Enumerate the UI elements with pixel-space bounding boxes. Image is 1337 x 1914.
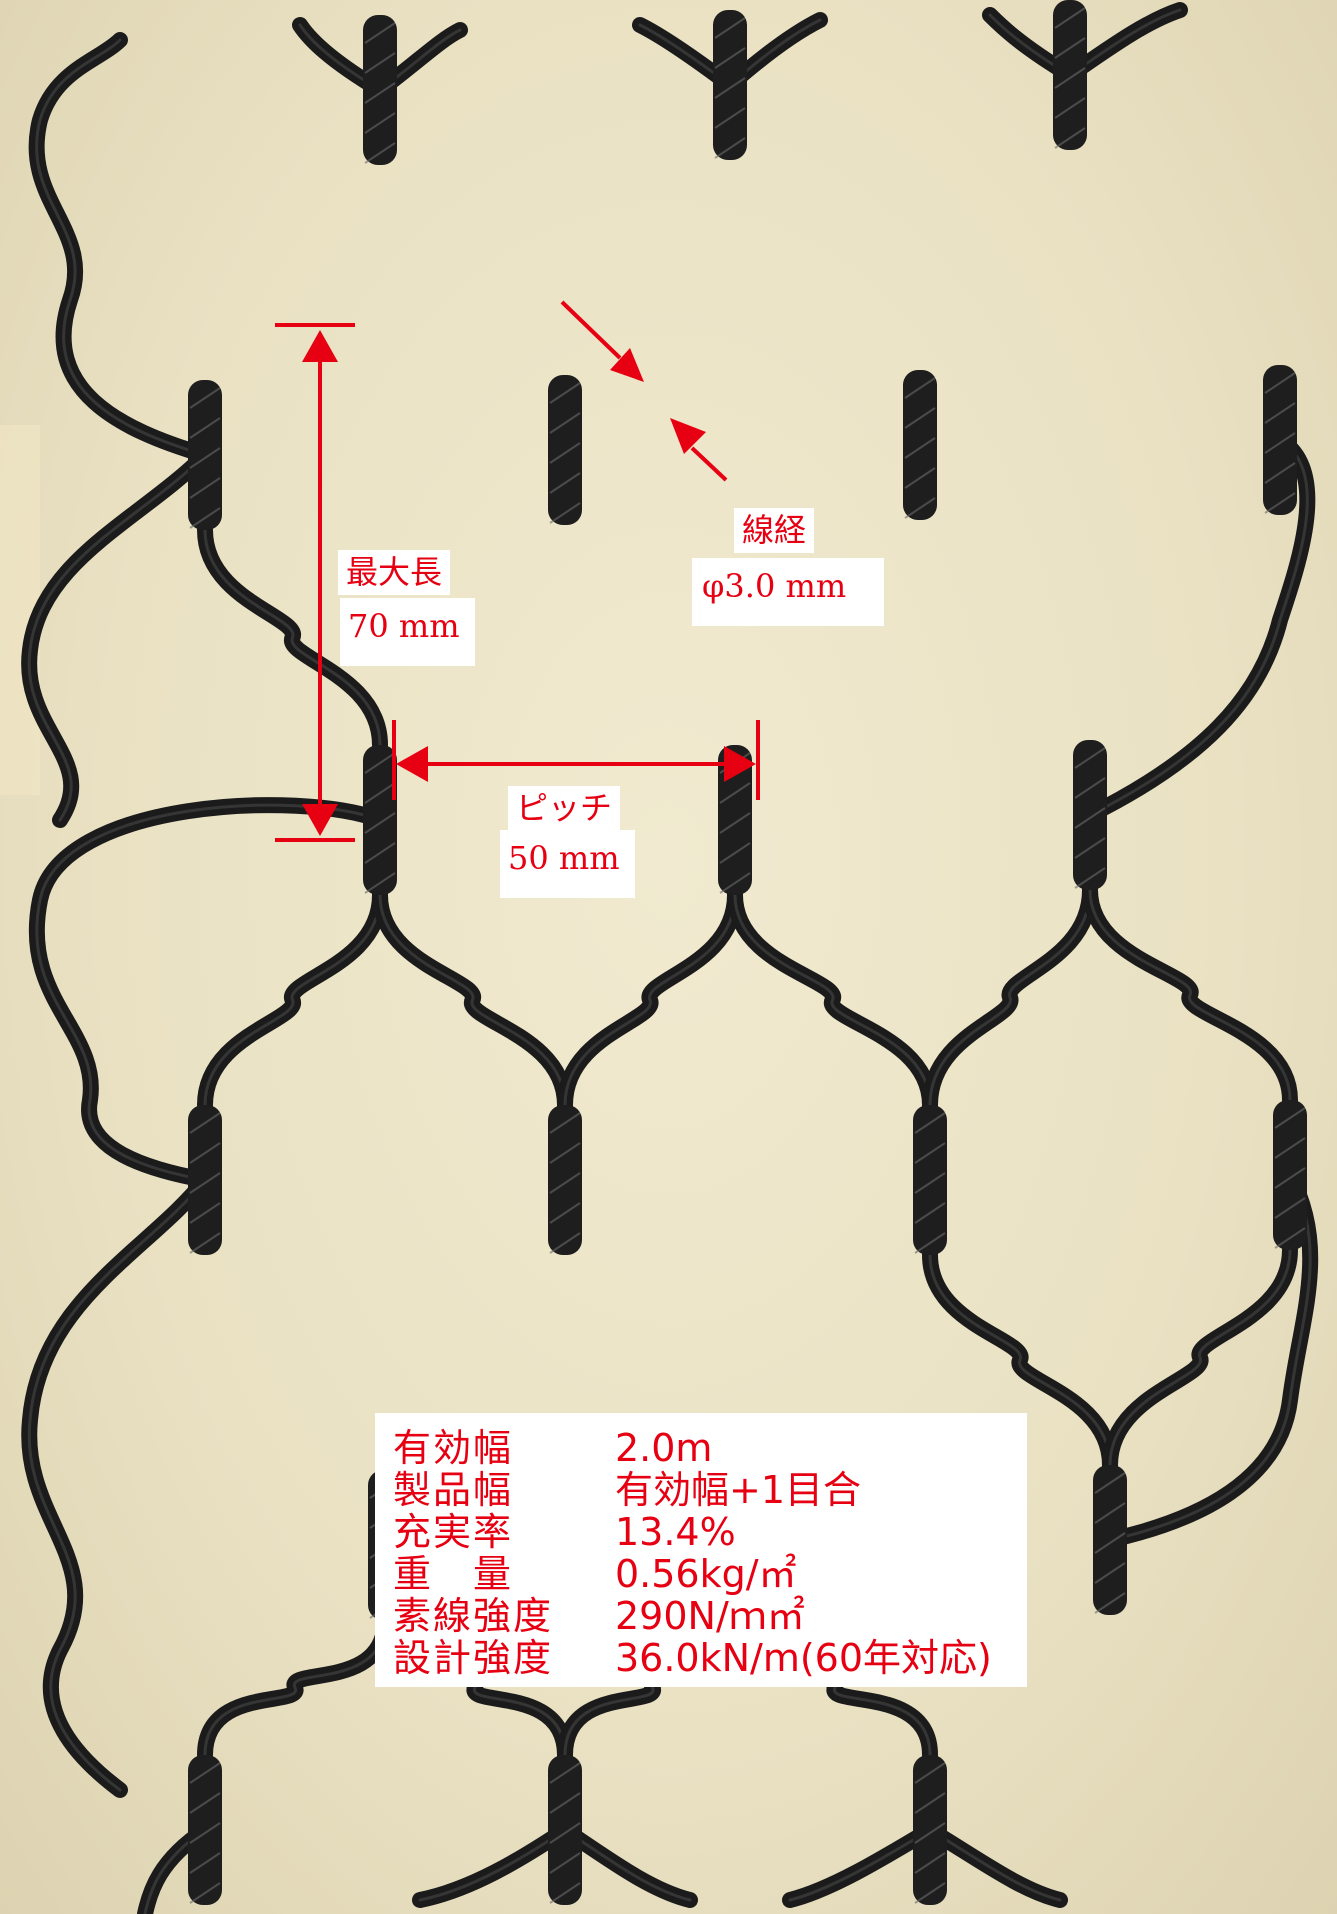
dimension-markers: [275, 300, 760, 842]
wire-twist: [363, 745, 397, 895]
pitch-title: ピッチ: [508, 786, 621, 831]
wire-strand: [1108, 1248, 1292, 1467]
wire-strand: [782, 1822, 938, 1908]
wire-strand: [203, 528, 382, 747]
wire-strand: [378, 893, 567, 1107]
spec-row: 素線強度 290N/ｍ㎡: [393, 1595, 1027, 1637]
wire-strand: [928, 888, 1092, 1107]
spec-row: 重 量 0.56kg/㎡: [393, 1553, 1027, 1595]
spec-row: 設計強度 36.0kN/m(60年対応): [393, 1637, 1027, 1679]
spec-label: 充実率: [393, 1510, 514, 1554]
wire-strands: [21, 2, 1319, 1914]
max-length-value: 70 mm: [340, 598, 475, 666]
spec-label: 重 量: [393, 1552, 514, 1596]
wire-twists: [188, 0, 1307, 1905]
wire-strand: [27, 453, 207, 822]
wire-strand: [21, 447, 213, 828]
wire-strand: [412, 1822, 573, 1908]
wire-twist: [1273, 1100, 1307, 1250]
wire-twist: [913, 1755, 947, 1905]
wire-strand: [788, 1828, 932, 1902]
wire-twist: [548, 1755, 582, 1905]
spec-value: 2.0m: [615, 1426, 713, 1470]
wire-diameter-value: φ3.0 mm: [692, 558, 884, 626]
max-length-arrow-up: [302, 330, 338, 362]
wire-strand: [35, 803, 382, 1182]
spec-row: 製品幅 有効幅+1目合: [393, 1469, 1027, 1511]
spec-row: 有効幅 2.0m: [393, 1427, 1027, 1469]
spec-value: 0.56kg/㎡: [615, 1552, 797, 1596]
wire-strand: [28, 32, 213, 463]
wire-strand: [35, 38, 207, 457]
wire-diameter-arrow-bottom-shaft: [690, 446, 728, 482]
wire-twist: [1093, 1465, 1127, 1615]
wire-strand: [1088, 438, 1309, 817]
max-length-arrow-down: [302, 804, 338, 836]
spec-label: 設計強度: [393, 1636, 554, 1680]
spec-value: 13.4%: [615, 1510, 736, 1554]
pitch-value: 50 mm: [500, 830, 635, 898]
wire-strand: [928, 1253, 1112, 1467]
wire-diameter-arrow-top-shaft: [560, 300, 622, 360]
wire-twist: [1053, 0, 1087, 150]
max-length-title: 最大長: [338, 550, 451, 595]
wire-twist: [188, 1105, 222, 1255]
wire-diameter-title: 線経: [734, 508, 815, 553]
wire-twist: [363, 15, 397, 165]
wire-strand: [21, 1172, 213, 1798]
spec-label: 製品幅: [393, 1468, 514, 1512]
wire-strand: [1088, 888, 1292, 1102]
wire-twist: [1073, 740, 1107, 890]
wire-twist: [188, 380, 222, 530]
wire-strand: [557, 1822, 698, 1908]
spec-label: 素線強度: [393, 1594, 554, 1638]
wire-twist: [548, 375, 582, 525]
spec-value: 有効幅+1目合: [615, 1468, 862, 1512]
wire-strand: [1108, 1173, 1312, 1542]
spec-value: 290N/ｍ㎡: [615, 1594, 805, 1638]
wire-strand: [27, 1178, 207, 1792]
wire-strand: [203, 893, 382, 1107]
wire-diameter-arrow-top-head: [610, 348, 644, 382]
wire-twist: [548, 1105, 582, 1255]
pitch-arrow-right: [724, 746, 756, 782]
wire-twist: [1263, 365, 1297, 515]
wire-strand: [203, 1618, 387, 1757]
spec-table: 有効幅 2.0m 製品幅 有効幅+1目合 充実率 13.4% 重 量 0.56k…: [375, 1413, 1027, 1687]
wire-strand: [733, 893, 932, 1107]
wire-twist: [903, 370, 937, 520]
spec-row: 充実率 13.4%: [393, 1511, 1027, 1553]
wire-twist: [188, 1755, 222, 1905]
wire-strand: [563, 893, 737, 1107]
spec-value: 36.0kN/m(60年対応): [615, 1636, 992, 1680]
wire-twist: [713, 10, 747, 160]
spec-label: 有効幅: [393, 1426, 514, 1470]
wire-diameter-arrow-bottom-head: [670, 418, 706, 454]
pitch-arrow-left: [396, 746, 428, 782]
wire-twist: [913, 1105, 947, 1255]
